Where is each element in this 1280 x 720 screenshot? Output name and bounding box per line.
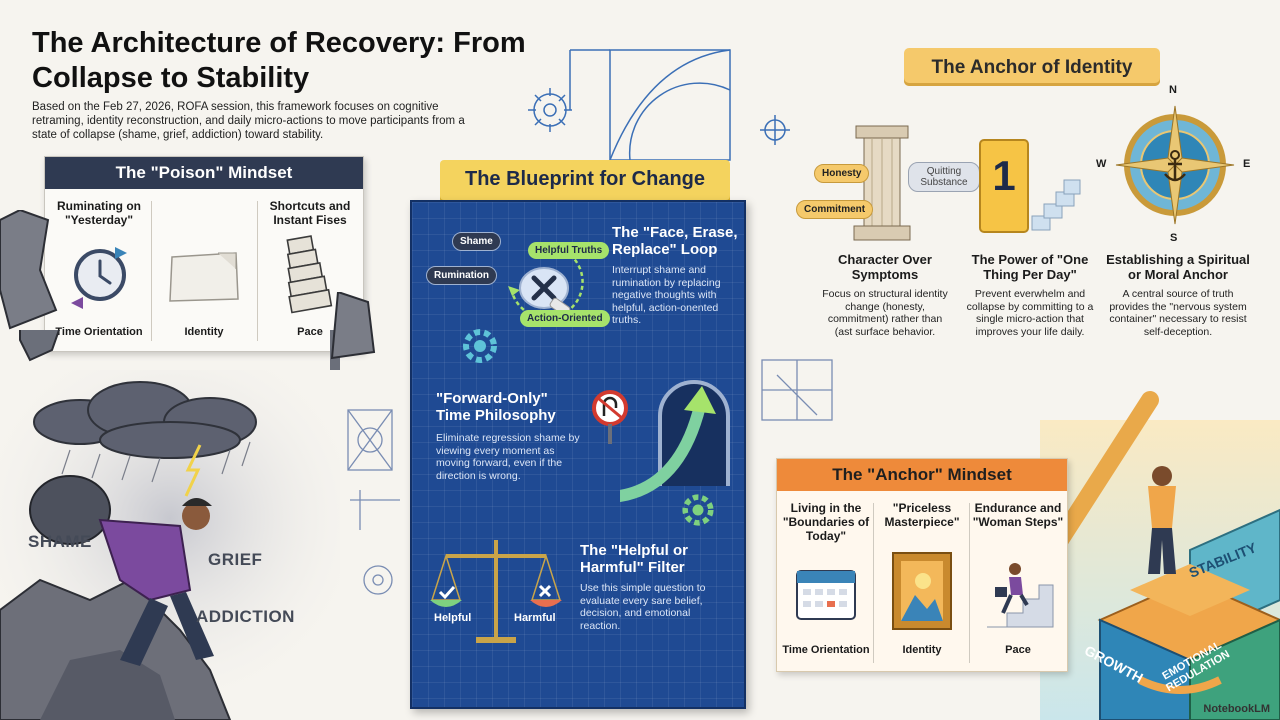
leaning-tower-icon: [286, 235, 333, 314]
number-one-steps-icon: [979, 139, 1081, 233]
compass-anchor-icon: [1115, 105, 1235, 225]
compass-south: S: [1170, 232, 1178, 244]
poison-mindset-panel: The "Poison" Mindset Ruminating on "Yest…: [44, 156, 364, 352]
anchor-item-title: Establishing a Spiritual or Moral Anchor: [1106, 252, 1250, 282]
blueprint-sketch: [761, 359, 833, 421]
blank-paper-icon: [169, 252, 239, 302]
balance-scale-icon: [430, 540, 562, 643]
helpful-label: Helpful: [434, 612, 472, 624]
tag-quitting-substance: Quitting Substance: [908, 162, 980, 192]
rock-ledge: [0, 210, 58, 330]
page-title: The Architecture of Recovery: From Colla…: [32, 27, 526, 94]
anchor-item-description: Focus on structural identity change (hon…: [822, 288, 948, 338]
anchor-column-heading: "Priceless Masterpiece": [884, 501, 960, 529]
anchor-column-heading: Endurance and "Woman Steps": [972, 501, 1064, 529]
anchor-column-time: Living in the "Boundaries of Today" Time…: [779, 499, 873, 665]
tag-shame: Shame: [452, 232, 501, 251]
storm-collapse-illustration: [0, 330, 340, 720]
poison-column-label: Pace: [297, 326, 323, 338]
blueprint-sketch: [347, 409, 400, 595]
anchor-column-pace: Endurance and "Woman Steps" Pace: [971, 499, 1065, 665]
number-one: 1: [992, 152, 1016, 199]
poison-column-heading: Ruminating on "Yesterday": [57, 199, 141, 227]
blueprint-sketch: [528, 49, 790, 161]
poison-column-label: Identity: [184, 326, 224, 338]
loop-title: The "Face, Erase, Replace" Loop: [612, 224, 738, 258]
anchor-identity-title: The Anchor of Identity: [931, 57, 1133, 78]
calendar-icon: [796, 570, 856, 620]
anchor-column-identity: "Priceless Masterpiece" Identity: [875, 499, 969, 665]
forward-description: Eliminate regression shame by viewing ev…: [436, 432, 580, 482]
poison-column-heading: Shortcuts and Instant Fises: [269, 199, 351, 227]
anchor-column-heading: Living in the "Boundaries of Today": [782, 501, 870, 543]
poison-column-pace: Shortcuts and Instant Fises Pace: [258, 195, 362, 345]
anchor-item-description: A central source of truth provides the "…: [1109, 288, 1247, 338]
anchor-item-title: The Power of "One Thing Per Day": [971, 252, 1089, 282]
intro-text: Based on the Feb 27, 2026, ROFA session,…: [32, 101, 465, 141]
blueprint-tab: [440, 160, 730, 204]
anchor-item-description: Prevent everwhelm and collapse by commit…: [966, 288, 1094, 338]
framed-painting-icon: [892, 552, 952, 630]
no-u-turn-icon: [592, 390, 628, 444]
filter-title: The "Helpful or Harmful" Filter: [580, 542, 688, 576]
compass-north: N: [1169, 84, 1177, 96]
forward-title: "Forward-Only" Time Philosophy: [436, 390, 556, 424]
stability-climb-illustration: [1040, 391, 1280, 720]
anchor-column-label: Time Orientation: [782, 644, 870, 656]
climbing-stairs-icon: [987, 563, 1054, 628]
pillar-icon: [853, 125, 911, 241]
tunnel-arrow-icon: [620, 380, 730, 502]
gear-icon: [682, 494, 714, 526]
shame-label: SHAME: [28, 532, 92, 551]
anchor-column-label: Pace: [1005, 644, 1031, 656]
poison-mindset-title: The "Poison" Mindset: [45, 157, 363, 189]
blueprint-title: The Blueprint for Change: [465, 168, 705, 190]
harmful-label: Harmful: [514, 612, 556, 624]
grief-label: GRIEF: [208, 550, 263, 569]
filter-description: Use this simple question to evaluate eve…: [580, 582, 706, 632]
clock-rewind-icon: [71, 247, 127, 309]
anchor-identity-tab: [904, 48, 1160, 86]
anchor-mindset-title: The "Anchor" Mindset: [777, 459, 1067, 491]
tag-rumination: Rumination: [426, 266, 497, 285]
tag-helpful-truths: Helpful Truths: [528, 242, 610, 259]
loop-description: Interrupt shame and rumination by replac…: [612, 264, 721, 326]
poison-column-label: Time Orientation: [55, 326, 143, 338]
compass-west: W: [1096, 158, 1107, 170]
addiction-label: ADDICTION: [196, 607, 295, 626]
compass-east: E: [1243, 158, 1251, 170]
brand-label: NotebookLM: [1203, 703, 1270, 715]
poison-column-time: Ruminating on "Yesterday" Time Orientati…: [47, 195, 151, 345]
anchor-column-label: Identity: [902, 644, 942, 656]
tag-commitment: Commitment: [796, 200, 874, 219]
tag-honesty: Honesty: [814, 164, 870, 183]
anchor-mindset-panel: The "Anchor" Mindset Living in the "Boun…: [776, 458, 1068, 672]
gear-icon: [463, 329, 497, 363]
rock-ledge: [330, 292, 376, 360]
blueprint-panel: Shame Rumination Helpful Truths Action-O…: [410, 200, 746, 709]
tag-action-oriented: Action-Oriented: [520, 310, 610, 327]
poison-column-identity: Identity: [152, 195, 256, 345]
anchor-item-title: Character Over Symptoms: [838, 252, 932, 282]
